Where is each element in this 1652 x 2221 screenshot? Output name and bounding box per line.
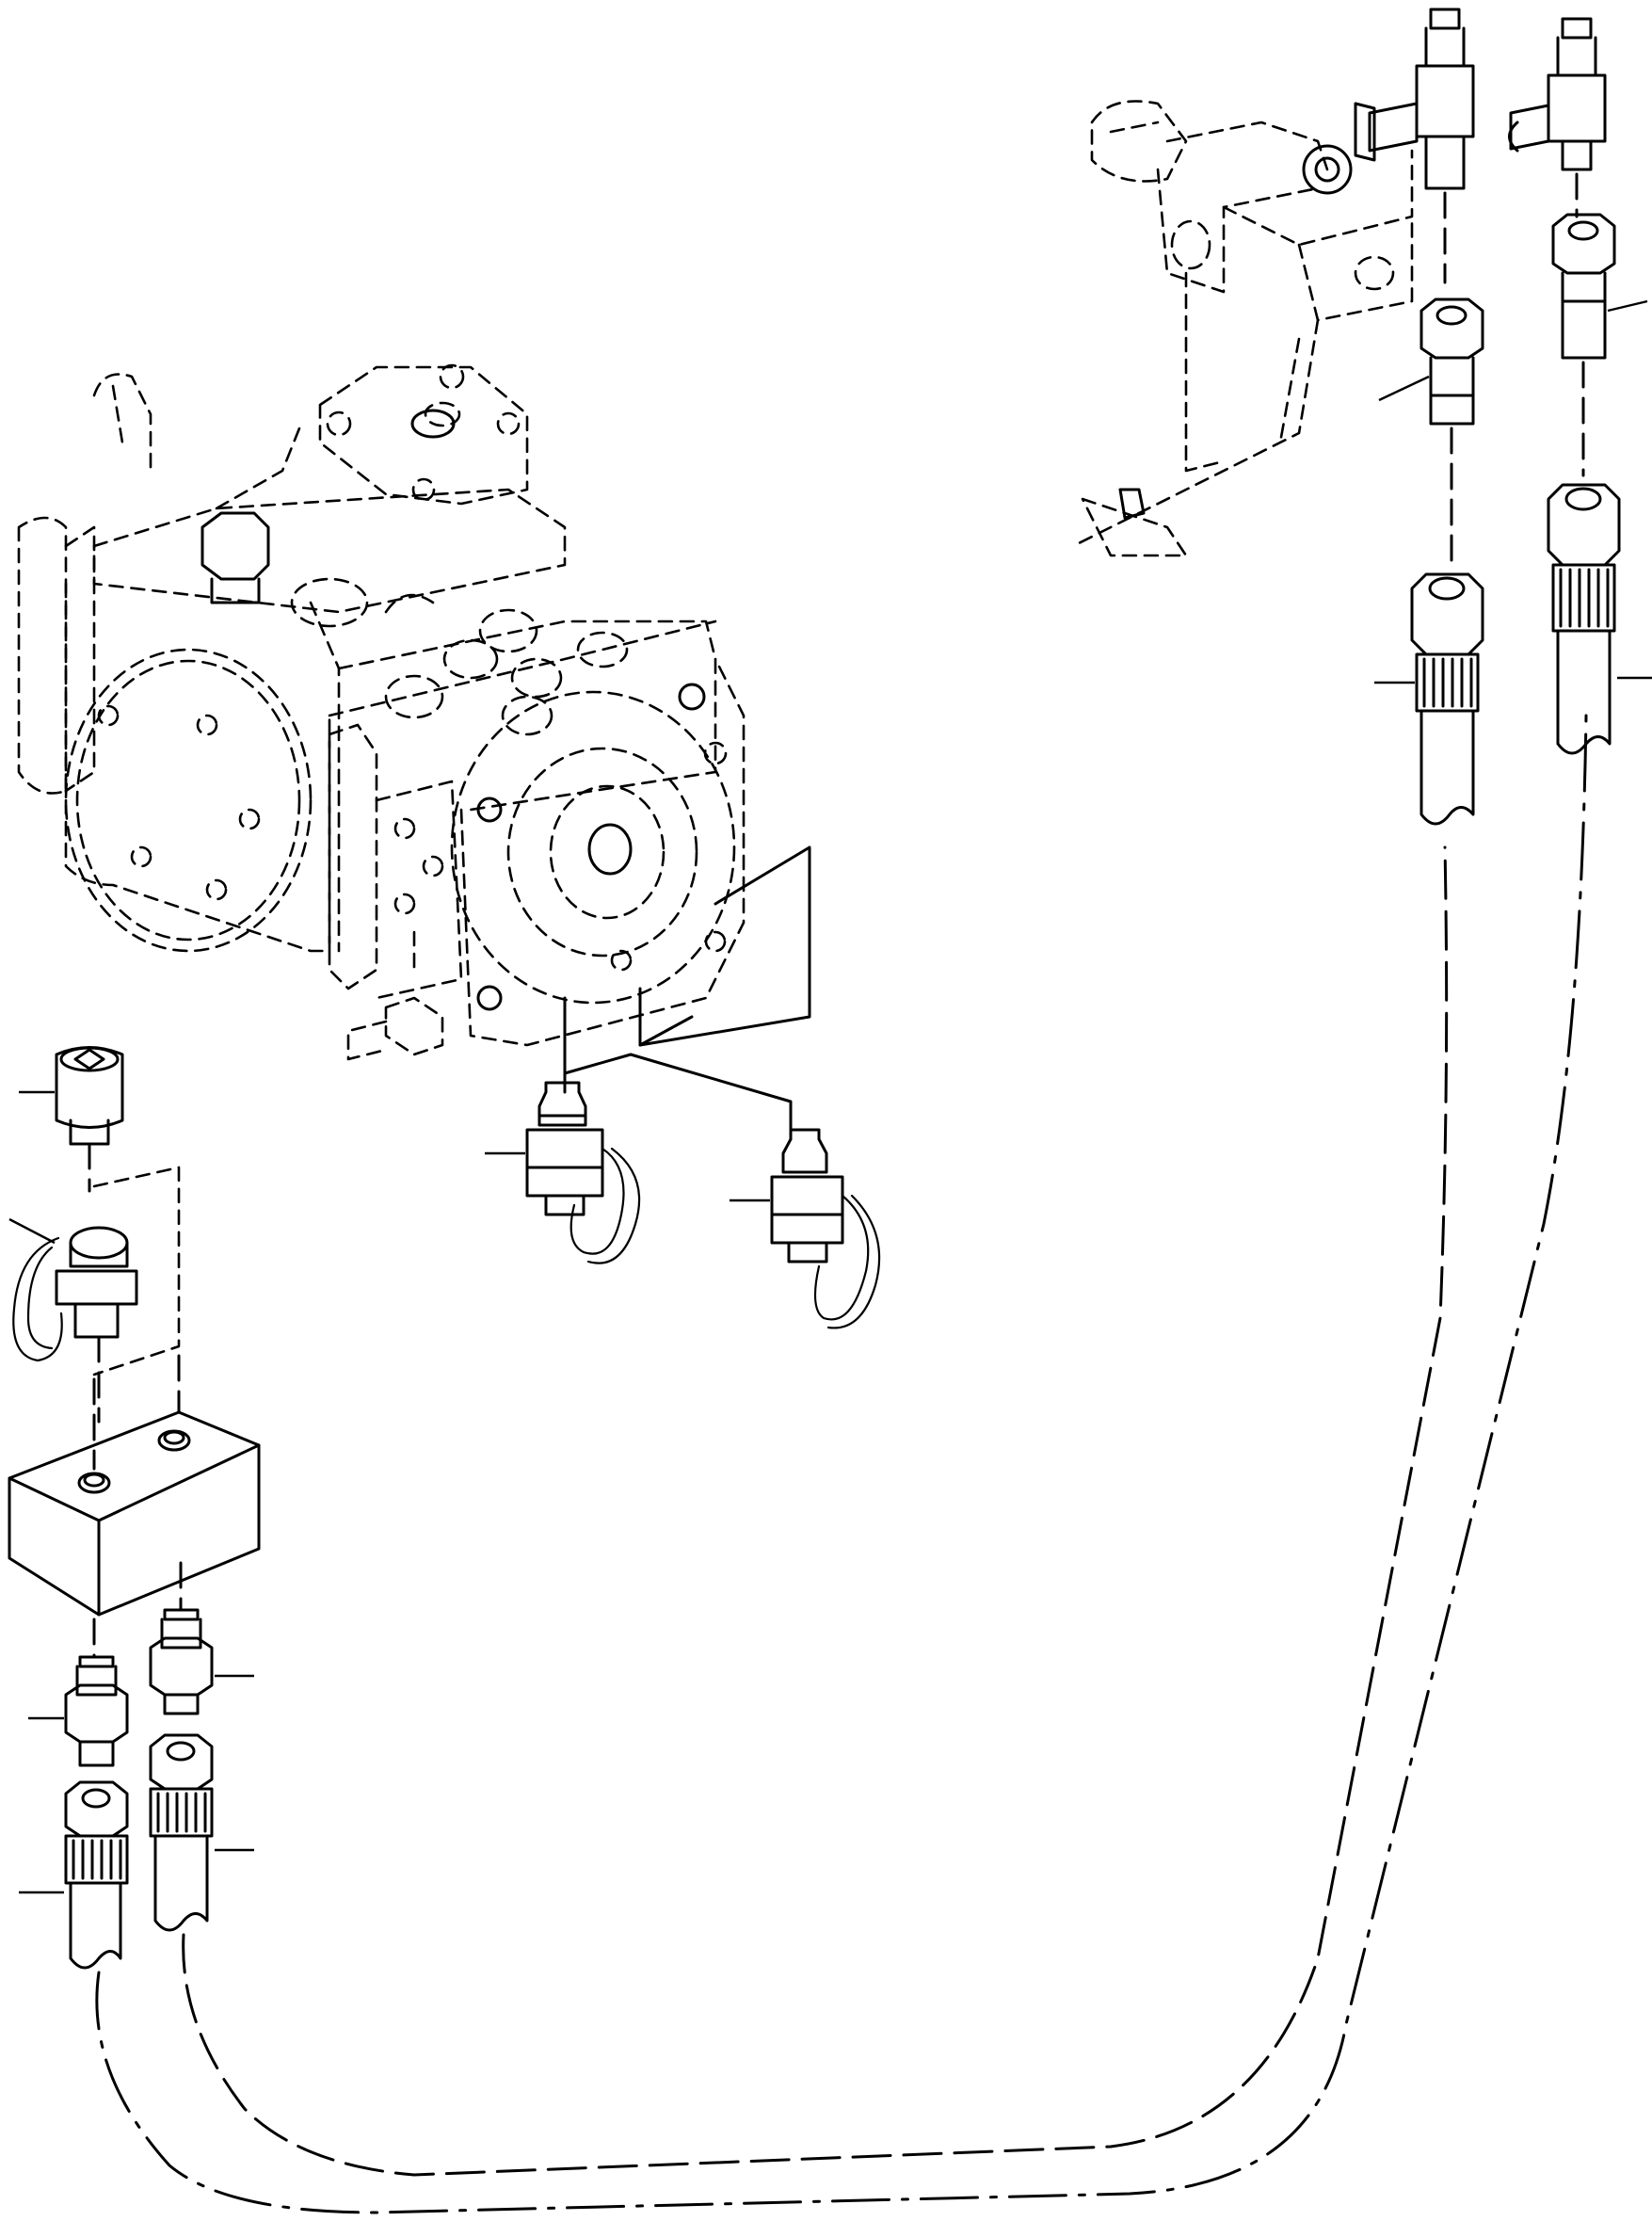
test-coupler-left bbox=[485, 1081, 641, 1264]
tee-fitting-left bbox=[1354, 8, 1475, 190]
adapter-fitting-upper-right bbox=[1551, 213, 1648, 360]
hose-end-right bbox=[149, 1733, 254, 1932]
tee-fitting-right bbox=[1508, 17, 1607, 171]
junction-block bbox=[8, 1410, 261, 1617]
hose-end-upper-left bbox=[1374, 572, 1484, 826]
hose-route-inner bbox=[182, 845, 1449, 2177]
test-coupler-block bbox=[8, 1217, 138, 1362]
block-hidden-edge bbox=[92, 1166, 181, 1376]
hose-route-outer bbox=[95, 714, 1588, 2214]
test-coupler-right bbox=[730, 1128, 881, 1329]
adapter-fitting-upper-left bbox=[1378, 298, 1484, 426]
hose-end-left bbox=[19, 1780, 129, 1970]
hose-end-upper-right bbox=[1547, 483, 1652, 755]
adapter-fitting-left bbox=[28, 1655, 129, 1767]
adapter-fitting-right bbox=[149, 1608, 254, 1715]
socket-head-cap-screw bbox=[19, 1046, 124, 1146]
control-valve-assembly bbox=[1071, 100, 1414, 557]
hydraulic-pump-assembly bbox=[17, 363, 811, 1141]
